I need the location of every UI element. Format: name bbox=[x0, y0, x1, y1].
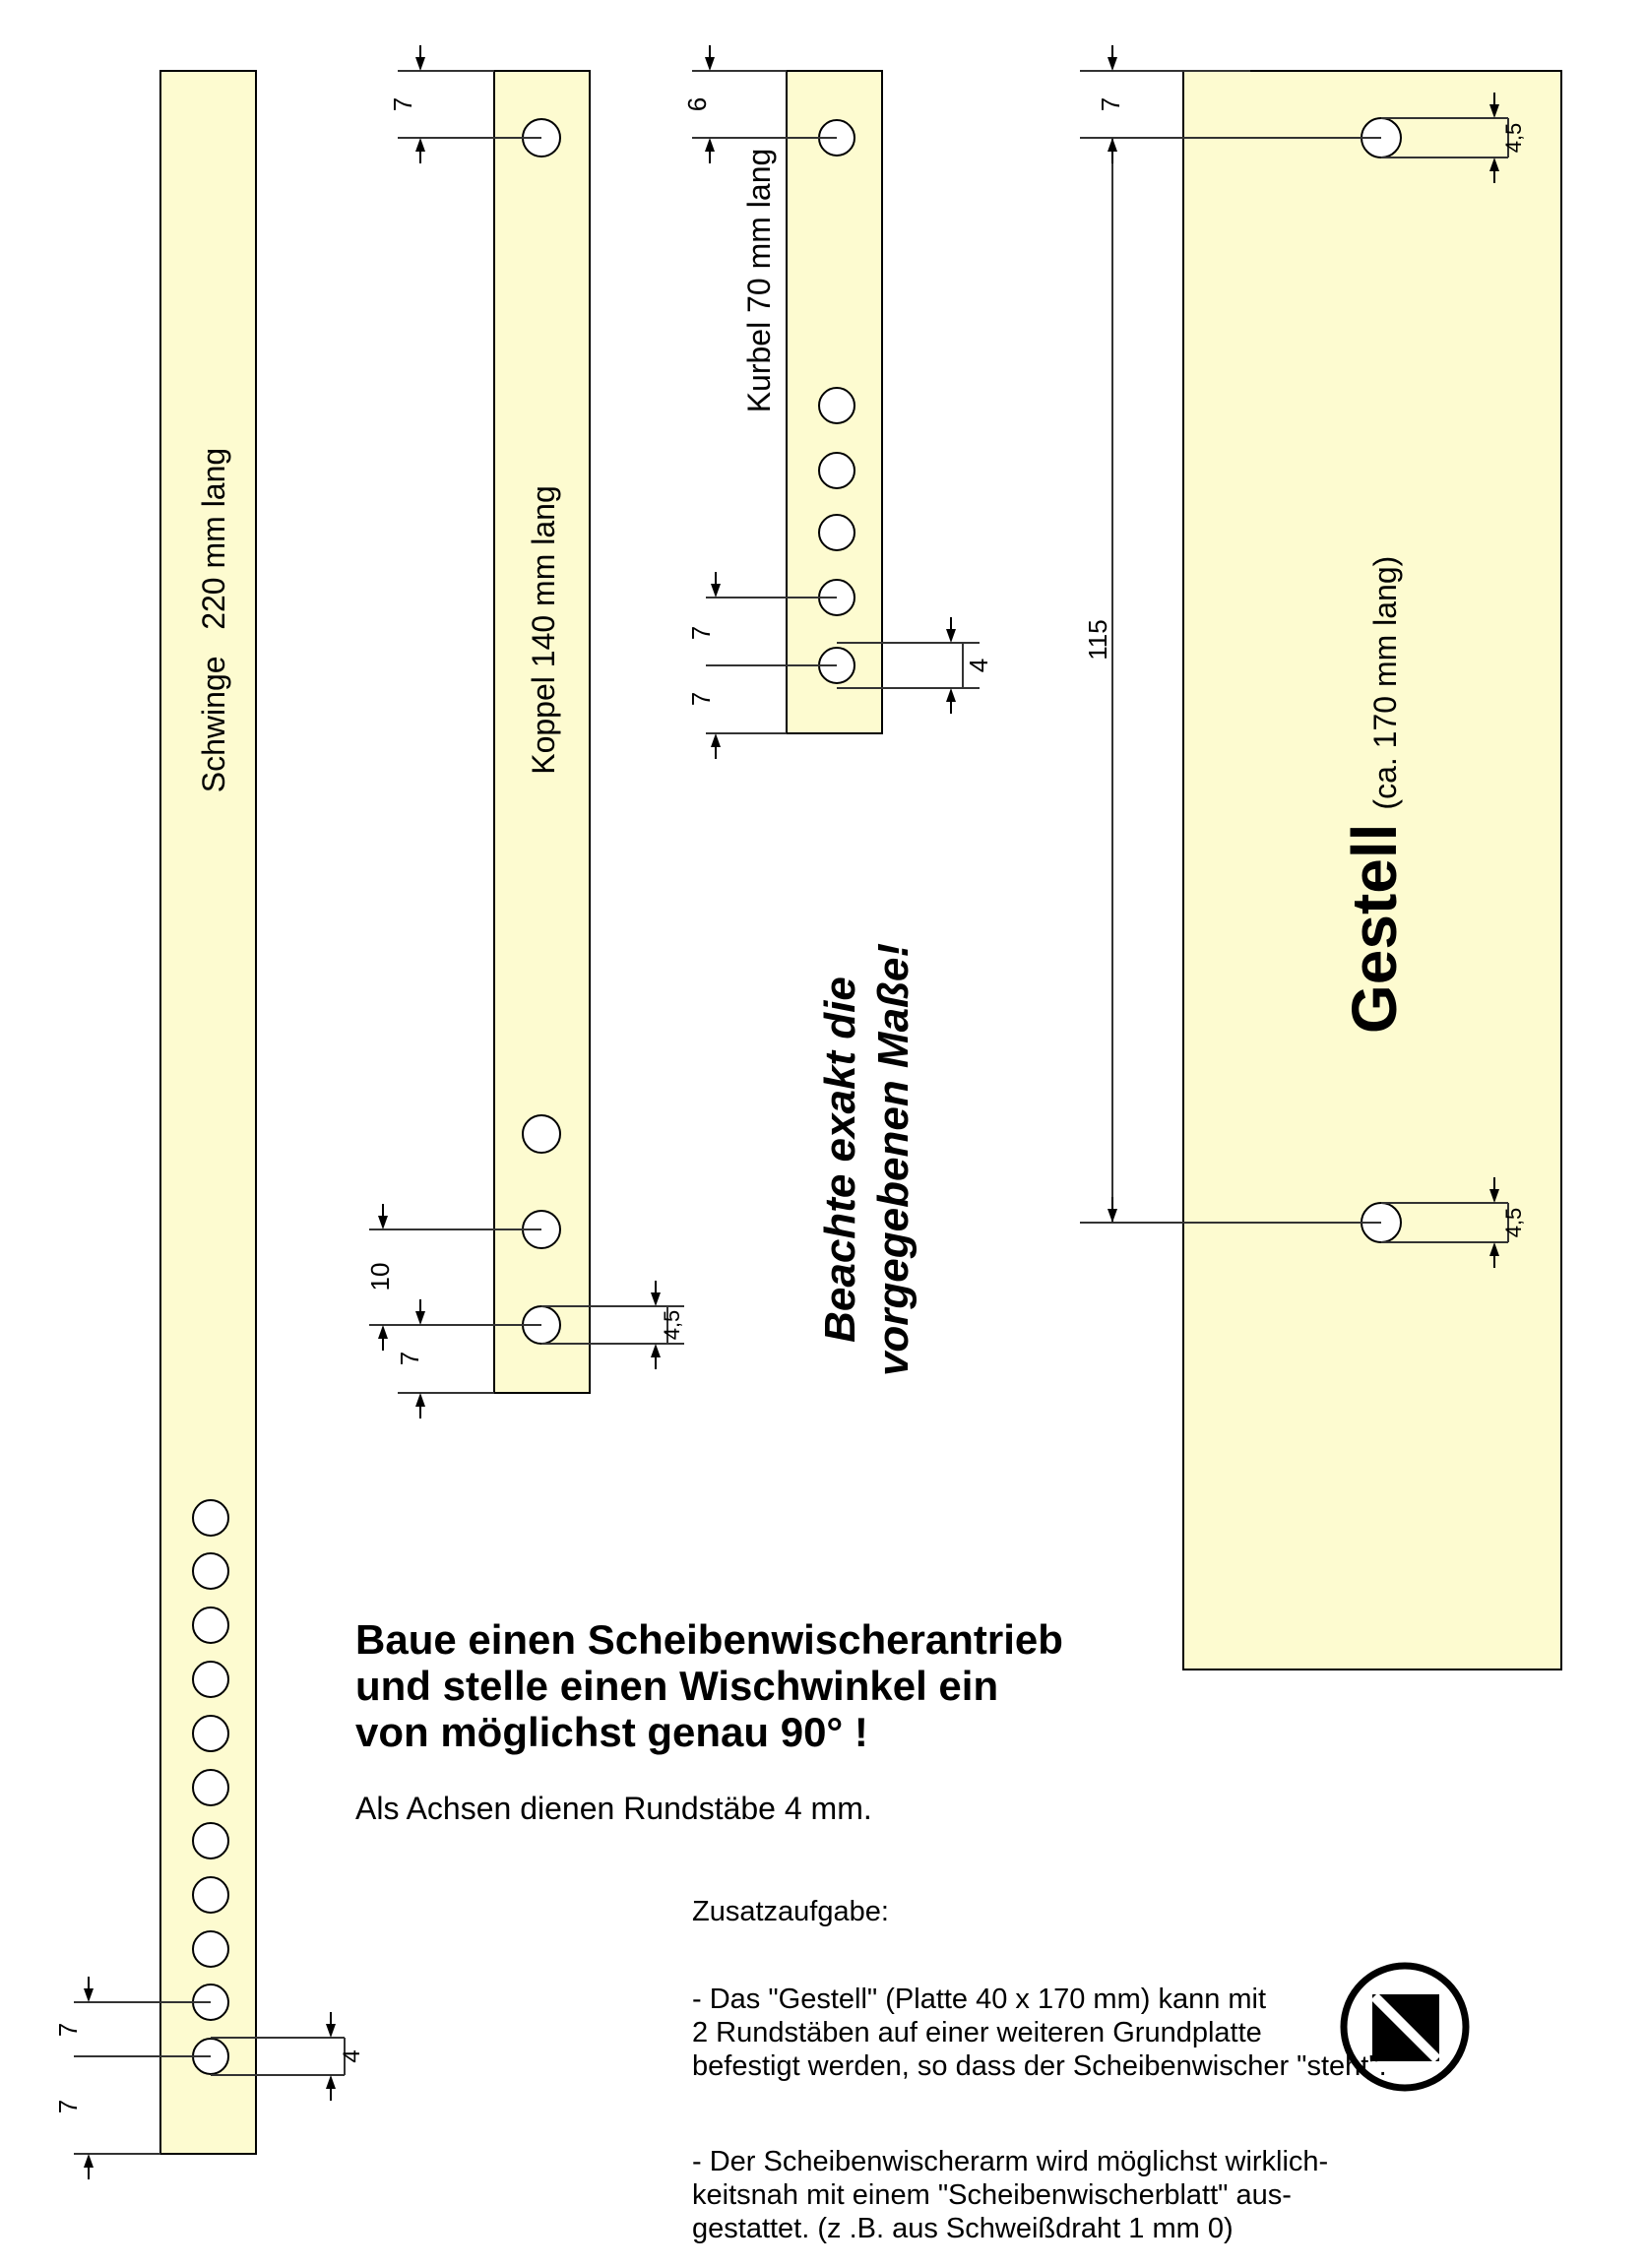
arrow-up-icon bbox=[710, 732, 722, 760]
arrow-down-icon bbox=[1107, 44, 1118, 72]
koppel-bar bbox=[493, 70, 591, 1394]
schwinge-hole bbox=[192, 1876, 229, 1914]
kurbel-dimensions bbox=[692, 70, 980, 734]
arrow-up-icon bbox=[414, 137, 426, 164]
arrow-down-icon bbox=[945, 616, 957, 644]
gestell-dimensions bbox=[1080, 70, 1509, 1243]
kurbel-hole bbox=[818, 452, 855, 489]
warning-note: Beachte exakt die vorgegebenen Maße! bbox=[816, 943, 918, 1376]
kurbel-dim-mid: 7 bbox=[686, 626, 716, 640]
extra-task-item-1: - Das "Gestell" (Platte 40 x 170 mm) kan… bbox=[692, 1984, 1387, 2082]
arrow-up-icon bbox=[650, 1343, 662, 1370]
arrow-down-icon bbox=[650, 1280, 662, 1307]
gestell-title: Gestell bbox=[1339, 824, 1410, 1034]
schwinge-hole bbox=[192, 1606, 229, 1644]
schwinge-hole-dia: 4 bbox=[339, 2049, 365, 2062]
part-schwinge: Schwinge 220 mm lang 7 7 4 bbox=[53, 70, 365, 2180]
extra-task-title: Zusatzaufgabe: bbox=[692, 1896, 889, 1927]
schwinge-hole bbox=[192, 1822, 229, 1859]
part-koppel: Koppel 140 mm lang 7 10 7 4,5 bbox=[365, 44, 684, 1419]
koppel-label: Koppel 140 mm lang bbox=[526, 485, 561, 775]
schwinge-hole bbox=[192, 1499, 229, 1537]
part-gestell: Gestell (ca. 170 mm lang) 7 115 4,5 4,5 bbox=[1080, 44, 1562, 1670]
part-kurbel: Kurbel 70 mm lang 6 7 7 4 bbox=[682, 44, 993, 760]
task-note: Als Achsen dienen Rundstäbe 4 mm. bbox=[355, 1791, 872, 1826]
koppel-dimensions bbox=[369, 70, 684, 1394]
extra-task-item-2: - Der Scheibenwischerarm wird möglichst … bbox=[692, 2146, 1329, 2244]
arrow-up-icon bbox=[414, 1392, 426, 1419]
schwinge-label: Schwinge 220 mm lang bbox=[196, 448, 231, 792]
gestell-label: Gestell (ca. 170 mm lang) bbox=[1339, 556, 1410, 1034]
gestell-dim-spacing: 115 bbox=[1083, 619, 1112, 660]
schwinge-bar bbox=[159, 70, 257, 2155]
koppel-hole-dia: 4,5 bbox=[660, 1310, 684, 1341]
schwinge-dimensions bbox=[74, 2001, 346, 2155]
schwinge-hole bbox=[192, 1661, 229, 1698]
schwinge-dim-top: 7 bbox=[53, 2023, 83, 2037]
warning-line-1: Beachte exakt die bbox=[816, 976, 864, 1343]
schwinge-holes bbox=[192, 1499, 229, 2075]
gestell-dim-top: 7 bbox=[1096, 97, 1125, 111]
koppel-dim-bottom: 7 bbox=[395, 1352, 424, 1365]
kurbel-dim-bottom: 7 bbox=[686, 692, 716, 706]
kurbel-dim-top: 6 bbox=[682, 97, 712, 111]
kurbel-hole bbox=[818, 514, 855, 551]
koppel-dim-top: 7 bbox=[388, 97, 417, 111]
arrow-down-icon bbox=[414, 1298, 426, 1326]
arrow-down-icon bbox=[704, 44, 716, 72]
arrow-up-icon bbox=[377, 1324, 389, 1352]
arrow-up-icon bbox=[704, 137, 716, 164]
arrow-down-icon bbox=[377, 1203, 389, 1230]
schwinge-dim-bottom: 7 bbox=[53, 2100, 83, 2113]
gestell-plate bbox=[1182, 70, 1562, 1670]
gestell-hole-dia-top: 4,5 bbox=[1501, 123, 1526, 154]
arrow-up-icon bbox=[325, 2074, 337, 2102]
schwinge-hole bbox=[192, 1715, 229, 1752]
arrow-up-icon bbox=[1107, 137, 1118, 164]
warning-line-2: vorgegebenen Maße! bbox=[869, 943, 918, 1376]
koppel-hole bbox=[522, 1114, 561, 1154]
gestell-hole-dia-bottom: 4,5 bbox=[1501, 1208, 1526, 1238]
arrow-up-icon bbox=[945, 687, 957, 715]
schwinge-hole bbox=[192, 1930, 229, 1968]
task-heading: Baue einen Scheibenwischerantrieb und st… bbox=[355, 1616, 1063, 1755]
arrow-down-icon bbox=[710, 571, 722, 598]
kurbel-hole bbox=[818, 387, 855, 424]
arrow-down-icon bbox=[83, 1976, 95, 2003]
arrow-down-icon bbox=[325, 2011, 337, 2039]
schwinge-hole bbox=[192, 1769, 229, 1806]
schwinge-hole bbox=[192, 1552, 229, 1590]
arrow-down-icon bbox=[414, 44, 426, 72]
gestell-subtitle: (ca. 170 mm lang) bbox=[1367, 556, 1403, 810]
arrow-up-icon bbox=[83, 2153, 95, 2180]
arrow-down-icon bbox=[1107, 1196, 1118, 1224]
koppel-dim-spacing: 10 bbox=[365, 1263, 395, 1292]
logo-badge-icon bbox=[1340, 1962, 1470, 2092]
kurbel-hole-dia: 4 bbox=[964, 659, 993, 672]
kurbel-label: Kurbel 70 mm lang bbox=[741, 149, 777, 413]
